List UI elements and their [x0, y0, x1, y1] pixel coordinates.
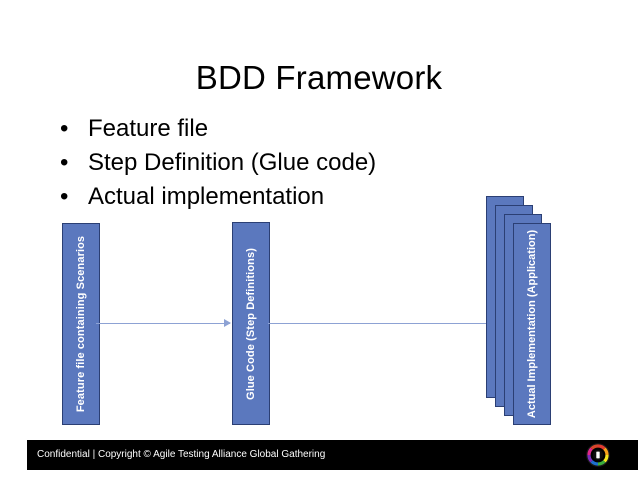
list-item: • Feature file [52, 112, 512, 146]
bullet-marker: • [60, 115, 69, 142]
footer-bar: Confidential | Copyright © Agile Testing… [27, 440, 638, 470]
list-item-label: Actual implementation [88, 183, 325, 210]
footer-text: Confidential | Copyright © Agile Testing… [37, 449, 326, 460]
list-item: • Step Definition (Glue code) [52, 146, 512, 180]
list-item-label: Step Definition (Glue code) [88, 149, 377, 176]
list-item-label: Feature file [88, 115, 209, 142]
diagram-box-implementation-front: Actual Implementation (Application) [513, 223, 551, 425]
bullet-marker: • [60, 149, 69, 176]
list-item: • Actual implementation [52, 180, 512, 214]
diagram-box-label: Actual Implementation (Application) [526, 229, 538, 419]
diagram-box-glue-code: Glue Code (Step Definitions) [232, 222, 270, 425]
diagram-box-feature-file: Feature file containing Scenarios [62, 223, 100, 425]
ata-ring-logo-icon [586, 443, 610, 467]
arrowhead-icon [224, 319, 231, 327]
connector-glue-to-implementation [268, 323, 514, 324]
diagram-box-label: Glue Code (Step Definitions) [245, 247, 257, 400]
bullet-marker: • [60, 183, 69, 210]
diagram-box-label: Feature file containing Scenarios [75, 235, 87, 413]
connector-feature-to-glue [96, 323, 230, 324]
page-title: BDD Framework [195, 59, 443, 96]
bullet-list: • Feature file • Step Definition (Glue c… [52, 112, 512, 214]
bdd-framework-diagram: Feature file containing Scenarios Glue C… [62, 196, 551, 425]
